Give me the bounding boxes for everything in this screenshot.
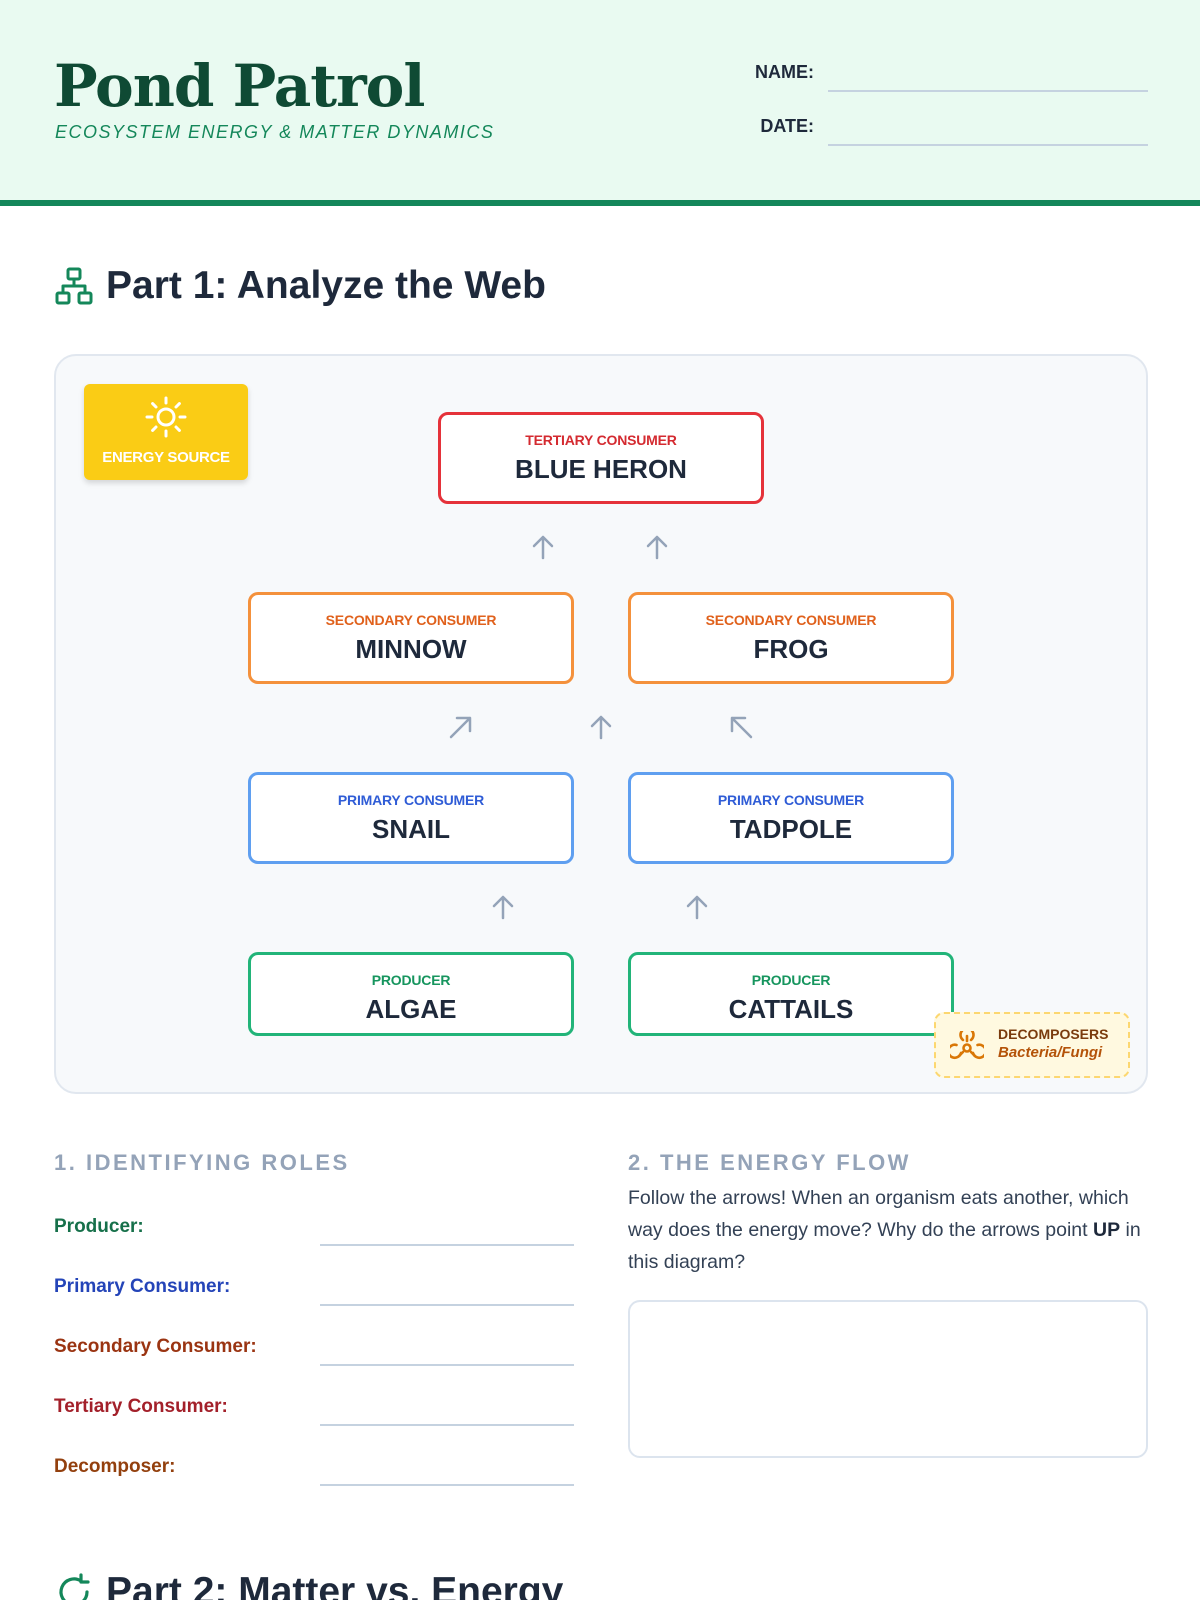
organism-role: SECONDARY CONSUMER	[705, 612, 877, 628]
answer-line-producer[interactable]	[320, 1244, 574, 1246]
role-label-decomposer: Decomposer:	[54, 1456, 176, 1477]
organism-role: TERTIARY CONSUMER	[525, 432, 677, 448]
biohazard-icon	[950, 1031, 984, 1060]
organism-cattails: PRODUCER CATTAILS	[628, 952, 954, 1036]
part2-heading: Part 2: Matter vs. Energy	[54, 1570, 563, 1600]
date-field[interactable]	[828, 144, 1148, 146]
organism-name: FROG	[753, 634, 829, 664]
q1-heading: 1. IDENTIFYING ROLES	[54, 1150, 350, 1175]
energy-source-badge: ENERGY SOURCE	[84, 384, 248, 480]
answer-line-secondary[interactable]	[320, 1364, 574, 1366]
organism-blue-heron: TERTIARY CONSUMER BLUE HERON	[438, 412, 764, 504]
q2-text-emphasis: UP	[1093, 1219, 1121, 1241]
page-title: Pond Patrol	[54, 52, 425, 120]
refresh-icon	[54, 1572, 94, 1600]
organism-algae: PRODUCER ALGAE	[248, 952, 574, 1036]
role-label-secondary: Secondary Consumer:	[54, 1336, 257, 1357]
role-label-producer: Producer:	[54, 1216, 144, 1237]
role-label-tertiary: Tertiary Consumer:	[54, 1396, 228, 1417]
organism-name: CATTAILS	[728, 994, 854, 1024]
answer-line-primary[interactable]	[320, 1304, 574, 1306]
organism-name: SNAIL	[372, 814, 450, 844]
arrow-up-icon	[532, 535, 554, 560]
q2-text-end: in this diagram?	[628, 1219, 1141, 1273]
organism-role: SECONDARY CONSUMER	[325, 612, 497, 628]
page-subtitle: ECOSYSTEM ENERGY & MATTER DYNAMICS	[55, 122, 495, 142]
arrow-up-icon	[646, 535, 668, 560]
organism-role: PRIMARY CONSUMER	[717, 792, 865, 808]
decomposers-badge: DECOMPOSERS Bacteria/Fungi	[934, 1012, 1130, 1078]
arrow-up-icon	[590, 715, 612, 740]
arrow-up-icon	[686, 895, 708, 920]
sun-icon	[145, 396, 187, 438]
organism-snail: PRIMARY CONSUMER SNAIL	[248, 772, 574, 864]
decomposers-examples: Bacteria/Fungi	[998, 1044, 1103, 1061]
decomposers-title: DECOMPOSERS	[998, 1026, 1109, 1042]
part2-heading-text: Part 2: Matter vs. Energy	[106, 1570, 564, 1600]
q2-answer-box[interactable]	[628, 1300, 1148, 1458]
organism-role: PRODUCER	[751, 972, 831, 988]
hierarchy-icon	[54, 266, 94, 306]
part1-heading: Part 1: Analyze the Web	[54, 264, 546, 308]
organism-role: PRODUCER	[371, 972, 451, 988]
organism-name: BLUE HERON	[515, 454, 687, 484]
organism-name: TADPOLE	[729, 814, 853, 844]
arrow-up-icon	[492, 895, 514, 920]
worksheet-header: Pond Patrol ECOSYSTEM ENERGY & MATTER DY…	[0, 0, 1200, 206]
organism-tadpole: PRIMARY CONSUMER TADPOLE	[628, 772, 954, 864]
date-label: DATE:	[760, 116, 814, 136]
part1-heading-text: Part 1: Analyze the Web	[106, 264, 546, 307]
organism-role: PRIMARY CONSUMER	[337, 792, 485, 808]
role-label-primary: Primary Consumer:	[54, 1276, 231, 1297]
q2-prompt: Follow the arrows! When an organism eats…	[628, 1182, 1152, 1278]
answer-line-decomposer[interactable]	[320, 1484, 574, 1486]
organism-minnow: SECONDARY CONSUMER MINNOW	[248, 592, 574, 684]
name-label: NAME:	[755, 62, 814, 82]
answer-line-tertiary[interactable]	[320, 1424, 574, 1426]
organism-name: ALGAE	[365, 994, 457, 1024]
q2-text-start: Follow the arrows! When an organism eats…	[628, 1187, 1129, 1241]
organism-frog: SECONDARY CONSUMER FROG	[628, 592, 954, 684]
energy-source-label: ENERGY SOURCE	[102, 449, 230, 466]
arrow-up-right-icon	[449, 716, 472, 739]
name-field[interactable]	[828, 90, 1148, 92]
organism-name: MINNOW	[355, 634, 467, 664]
arrow-up-left-icon	[730, 716, 753, 739]
q2-heading: 2. THE ENERGY FLOW	[628, 1150, 911, 1175]
